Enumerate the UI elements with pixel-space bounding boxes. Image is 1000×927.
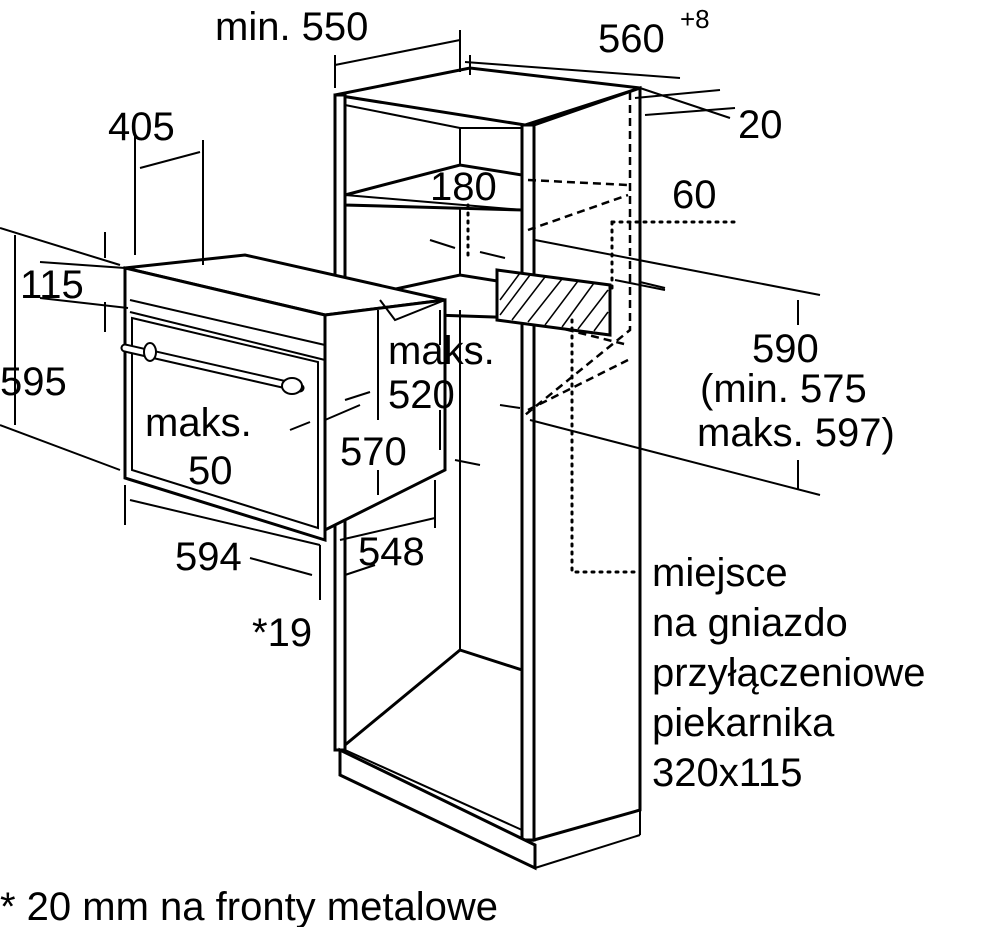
footnote: * 20 mm na fronty metalowe [0,885,498,927]
socket-note-line5: 320x115 [652,751,803,795]
socket-note-line3: przyłączeniowe [652,651,925,695]
socket-note-line4: piekarnika [652,701,835,745]
oven-front [123,266,327,543]
socket-leader-line [570,318,640,574]
built-in-cabinet [333,66,737,871]
dimension-labels: min. 550 560 +8 20 405 180 60 115 595 59… [0,4,895,655]
socket-area [495,268,612,337]
label-19: *19 [252,611,312,655]
socket-note-line1: miejsce [652,551,788,595]
label-60: 60 [672,173,717,217]
dimension-lines [0,30,821,600]
socket-note: miejsce na gniazdo przyłączeniowe piekar… [652,551,925,795]
label-180: 180 [430,165,497,209]
label-570: 570 [340,430,407,474]
label-115: 115 [20,263,84,307]
label-590-max: maks. 597) [697,411,895,455]
label-520: 520 [388,373,455,417]
hidden-edge-right [524,92,632,416]
label-560: 560 [598,17,665,61]
label-590-min: (min. 575 [700,367,867,411]
label-405: 405 [108,105,175,149]
label-20: 20 [738,103,783,147]
label-595: 595 [0,360,67,404]
label-594: 594 [175,535,242,579]
label-50: 50 [188,449,233,493]
cabinet-right-side [532,85,642,842]
oven-handle [120,342,305,395]
socket-note-line2: na gniazdo [652,601,848,645]
oven [120,253,447,543]
label-maks-a: maks. [388,329,495,373]
label-590: 590 [752,327,819,371]
oven-door [131,316,319,530]
label-min-550: min. 550 [215,5,368,49]
cabinet-right-edge [520,123,536,842]
label-maks-b: maks. [145,401,252,445]
label-548: 548 [358,530,425,574]
label-560-tolerance: +8 [680,4,710,34]
